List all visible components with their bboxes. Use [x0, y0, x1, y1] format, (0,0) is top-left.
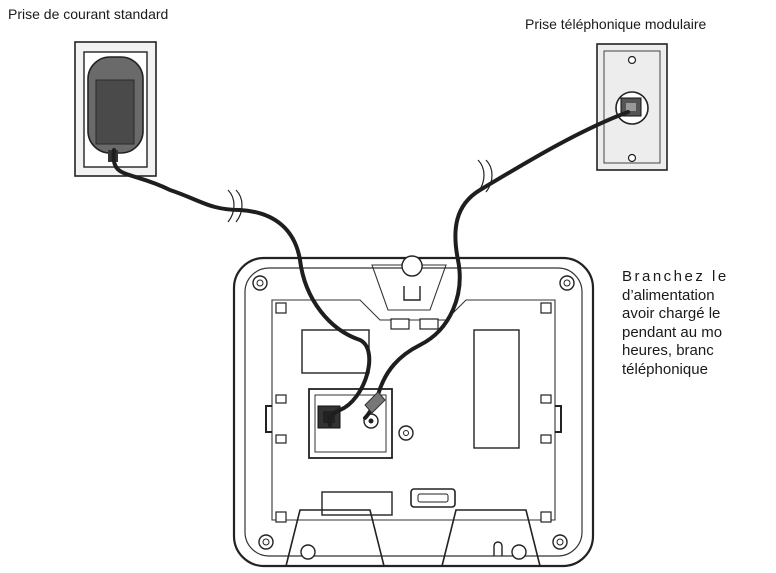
wall-mount-hook: [371, 255, 447, 311]
power-outlet-label: Prise de courant standard: [8, 6, 169, 22]
instruction-line: Branchez le: [622, 268, 729, 285]
phone-base: [232, 255, 595, 568]
instruction-line: pendant au mo: [622, 323, 723, 341]
instruction-line: d’alimentation: [622, 286, 715, 304]
phone-jack-label: Prise téléphonique modulaire: [525, 16, 707, 32]
instruction-line: heures, branc: [622, 342, 714, 359]
power-cord: [111, 148, 372, 427]
power-outlet: [74, 41, 157, 177]
instruction-text: Branchez le d’alimentation avoir chargé …: [622, 268, 729, 379]
base-feet: [285, 509, 541, 567]
phone-wall-jack: [596, 43, 668, 171]
power-adapter: [87, 56, 144, 162]
instruction-line: avoir chargé le: [622, 305, 721, 322]
instruction-line: téléphonique: [622, 360, 708, 378]
side-bracket-left: [265, 394, 287, 444]
side-bracket-right: [540, 394, 562, 444]
phone-line-cord: [363, 110, 630, 420]
